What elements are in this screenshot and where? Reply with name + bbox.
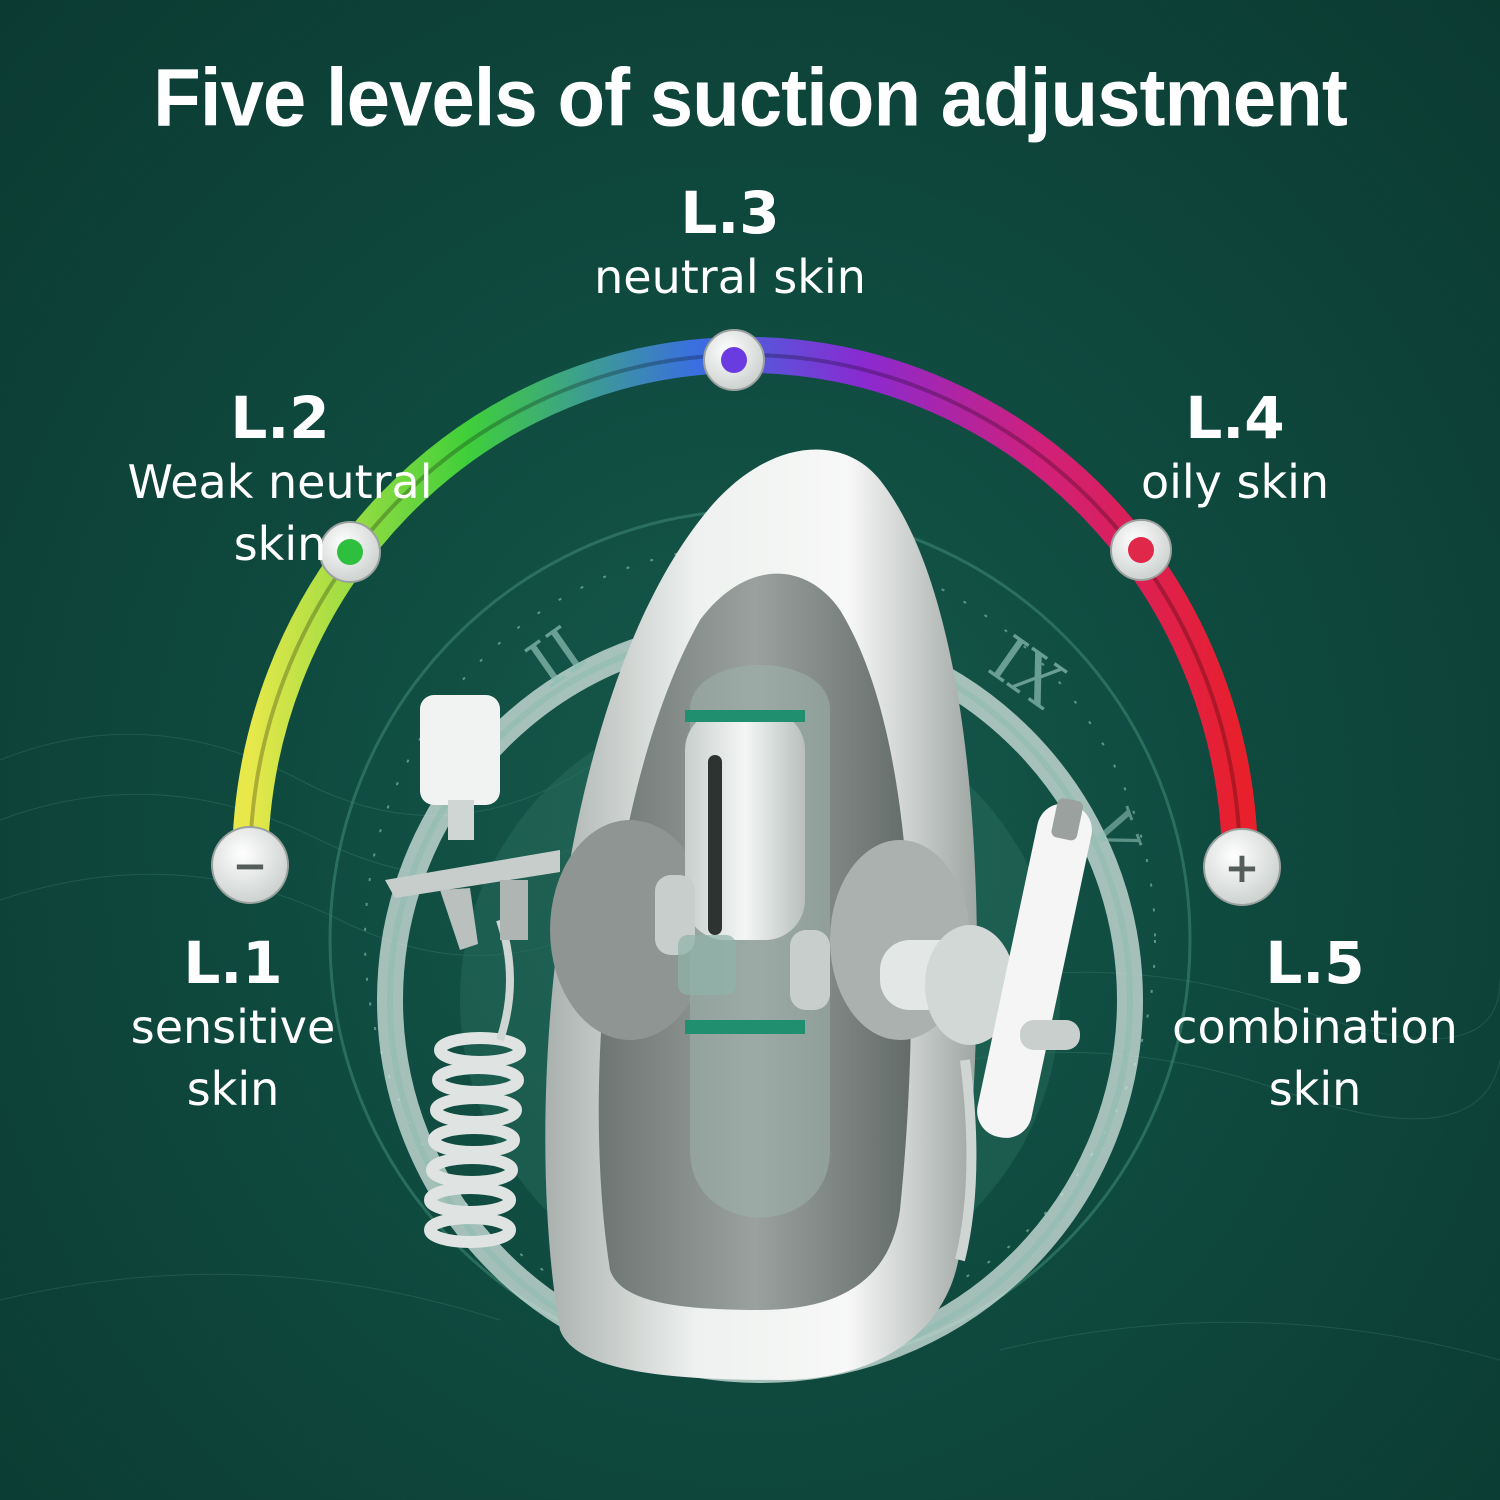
level-label-4: L.4 oily skin xyxy=(1035,385,1435,513)
minus-icon: − xyxy=(232,841,267,890)
level-code: L.3 xyxy=(680,179,780,247)
level-dot-4 xyxy=(1128,537,1154,563)
page-title: Five levels of suction adjustment xyxy=(153,50,1348,144)
level-knob-5[interactable]: + xyxy=(1203,828,1281,906)
clock-numeral-ii: II xyxy=(515,613,599,703)
device-body xyxy=(545,449,1092,1381)
level-code: L.1 xyxy=(183,929,283,997)
coiled-hose xyxy=(424,918,526,1248)
level-description-line2: skin xyxy=(186,1062,280,1116)
level-label-2: L.2 Weak neutral skin xyxy=(80,385,480,575)
level-code: L.5 xyxy=(1265,929,1365,997)
level-description: Weak neutral xyxy=(127,455,433,509)
spray-gun xyxy=(385,695,560,950)
level-label-5: L.5 combination skin xyxy=(1115,930,1500,1120)
level-description: oily skin xyxy=(1140,455,1330,509)
level-label-3: L.3 neutral skin xyxy=(530,180,930,308)
level-description: combination xyxy=(1172,1000,1458,1054)
level-description-line2: skin xyxy=(233,517,327,571)
level-dot-2 xyxy=(337,539,363,565)
level-code: L.4 xyxy=(1185,384,1285,452)
level-label-1: L.1 sensitive skin xyxy=(33,930,433,1120)
level-description-line2: skin xyxy=(1268,1062,1362,1116)
level-knob-4[interactable] xyxy=(1110,519,1172,581)
level-description: neutral skin xyxy=(594,250,866,304)
level-dot-3 xyxy=(721,347,747,373)
level-knob-3[interactable] xyxy=(703,329,765,391)
level-knob-2[interactable] xyxy=(319,521,381,583)
level-code: L.2 xyxy=(230,384,330,452)
level-description: sensitive xyxy=(130,1000,336,1054)
level-knob-1[interactable]: − xyxy=(211,826,289,904)
plus-icon: + xyxy=(1224,843,1259,892)
